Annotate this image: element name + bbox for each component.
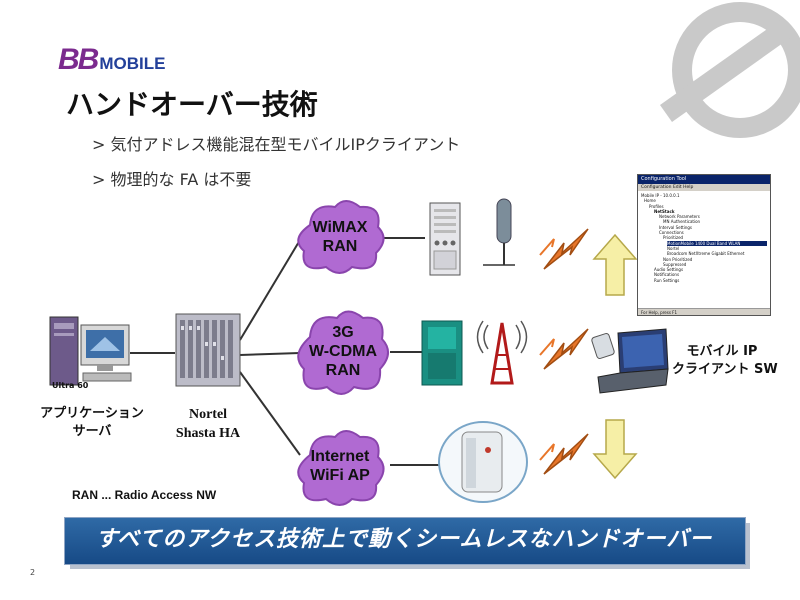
tree-item: Audio Settings	[654, 267, 684, 273]
3g-ran-label: 3G W-CDMA RAN	[296, 323, 390, 380]
config-tree: Mobile IP - 10.0.0.1 Home Profiles NetSt…	[638, 191, 770, 285]
tree-item: Mobile IP - 10.0.0.1	[641, 193, 680, 198]
3g-label-line3: RAN	[325, 362, 361, 379]
cloud-wifi	[297, 430, 385, 506]
cloud-3g	[297, 310, 389, 395]
arrow-up-icon	[592, 233, 638, 296]
3g-label-line2: W-CDMA	[308, 343, 378, 360]
3g-base-station-icon	[421, 320, 528, 386]
tree-item: NetStack	[654, 208, 675, 214]
lightning-icon	[539, 328, 589, 370]
tree-item: MN Authentication	[663, 219, 701, 225]
page-title: ハンドオーバー技術	[66, 88, 318, 121]
app-server-line2: サーバ	[72, 424, 112, 439]
workstation-icon	[49, 316, 132, 386]
nortel-router-icon	[175, 313, 241, 387]
wimax-label-line1: WiMAX	[312, 219, 368, 236]
banner-box	[64, 517, 746, 565]
lightning-icon	[539, 433, 589, 475]
nortel-line1: Nortel	[188, 407, 228, 422]
window-menubar: Configuration Edit Help	[638, 184, 770, 191]
tree-item: Connections	[659, 230, 684, 236]
window-statusbar: For Help, press F1	[638, 308, 770, 315]
lightning-icon	[539, 228, 589, 270]
client-line1: モバイル IP	[686, 344, 758, 359]
bullet-1: > 気付アドレス機能混在型モバイルIPクライアント	[92, 135, 461, 154]
tree-item: Suppressed	[663, 261, 687, 267]
wifi-label-line2: WiFi AP	[310, 467, 370, 484]
corner-globe-logo	[660, 2, 800, 138]
arrow-down-icon	[592, 419, 638, 480]
mobile-ip-client-label: モバイル IP クライアント SW	[672, 343, 778, 379]
laptop-icon	[591, 328, 669, 394]
tree-item: Notifications	[654, 272, 680, 278]
nortel-line2: Shasta HA	[175, 426, 241, 441]
tree-item: Run Settings	[654, 277, 680, 283]
app-server-label: アプリケーション サーバ	[32, 405, 152, 441]
wifi-label-line1: Internet	[310, 448, 370, 465]
wimax-ran-label: WiMAX RAN	[298, 218, 382, 256]
tree-item-selected: MotionMobile 1400 Dual Band WLAN	[667, 240, 767, 246]
tree-item: Prioritized	[663, 235, 684, 241]
tree-item: Home	[644, 198, 656, 204]
tree-item: Nortel	[667, 245, 680, 251]
wifi-access-point-icon	[438, 421, 528, 503]
tree-item: Network Parameters	[659, 214, 700, 220]
tree-item: Broadcom NetXtreme Gigabit Ethernet	[667, 251, 745, 257]
client-line2: クライアント SW	[672, 362, 778, 377]
configuration-tool-window: Configuration Tool Configuration Edit He…	[637, 174, 771, 316]
footnote: RAN ... Radio Access NW	[72, 488, 217, 502]
logo-mobile-text: MOBILE	[99, 54, 166, 73]
window-title: Configuration Tool	[638, 175, 770, 184]
server-model-label: Ultra 60	[52, 381, 89, 390]
bullet-2: > 物理的な FA は不要	[92, 170, 252, 189]
page-number: 2	[30, 568, 36, 577]
logo-bb-text: BB	[58, 43, 99, 76]
tree-item: Non Prioritized	[663, 256, 693, 262]
wimax-base-station-icon	[429, 198, 515, 276]
tree-item: Interval Settings	[659, 224, 692, 230]
nortel-label: Nortel Shasta HA	[160, 405, 256, 443]
cloud-wimax	[297, 200, 385, 274]
tree-item: Profiles	[649, 203, 664, 209]
wifi-ap-label: Internet WiFi AP	[298, 447, 382, 485]
app-server-line1: アプリケーション	[40, 406, 144, 421]
wimax-label-line2: RAN	[322, 238, 358, 255]
banner-text: すべてのアクセス技術上で動くシームレスなハンドオーバー	[95, 527, 713, 552]
3g-label-line1: 3G	[332, 324, 354, 341]
